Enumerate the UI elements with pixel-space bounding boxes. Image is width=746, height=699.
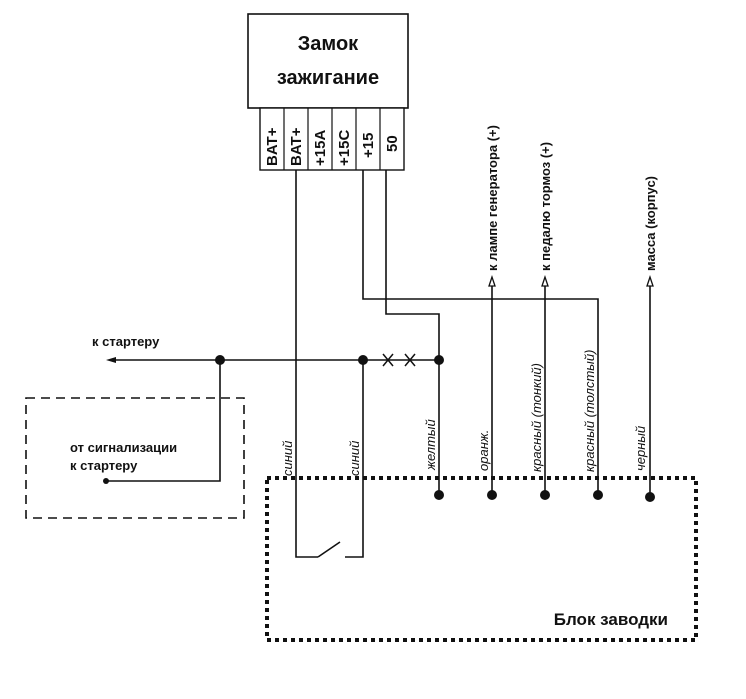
wire-bat-blue (295, 170, 318, 558)
arrow-up-icon (488, 274, 496, 287)
terminal-bat1: BAT+ (264, 127, 281, 166)
wire-label-black: черный (633, 426, 648, 471)
terminal-15c: +15C (336, 130, 353, 166)
label-brake-pedal: к педалю тормоз (+) (538, 142, 553, 271)
wire-label-blue1: синий (280, 441, 295, 476)
terminal-15a: +15A (312, 130, 329, 166)
ignition-title-line1: Замок (298, 33, 359, 55)
arrow-up-icon (646, 274, 654, 287)
alarm-label-line2: к стартеру (70, 458, 138, 473)
wire-alarm-starter (106, 360, 221, 482)
wire-label-red-thick: красный (толстый) (582, 350, 597, 472)
relay-switch-contact (317, 541, 341, 558)
wire-label-red-thin: красный (тонкий) (529, 363, 544, 472)
label-starter: к стартеру (92, 334, 160, 349)
arrow-heads (488, 274, 654, 287)
terminal-block: BAT+ BAT+ +15A +15C +15 50 (259, 107, 405, 171)
terminal-15: +15 (360, 133, 377, 158)
wire-label-blue2: синий (347, 441, 362, 476)
arrow-up-icon (541, 274, 549, 287)
junction-dots (103, 355, 655, 502)
arrow-left-icon (106, 357, 116, 363)
alarm-box (25, 397, 245, 519)
terminal-50: 50 (384, 135, 401, 152)
start-unit-label: Блок заводки (554, 610, 668, 629)
alarm-label-line1: от сигнализации (70, 440, 177, 455)
wire-plus15-red-thick (362, 170, 599, 495)
wire-label-yellow: желтый (423, 419, 438, 471)
wire-blue2 (345, 360, 364, 558)
ignition-switch-box (247, 13, 409, 109)
cut-marks (382, 353, 416, 367)
wire-50-yellow (385, 170, 440, 495)
wire-label-orange: оранж. (476, 430, 491, 471)
terminal-bat2: BAT+ (288, 127, 305, 166)
label-generator-lamp: к лампе генератора (+) (485, 125, 500, 271)
ignition-title-line2: зажигание (277, 67, 379, 89)
wires (106, 170, 651, 558)
label-ground: масса (корпус) (643, 176, 658, 271)
